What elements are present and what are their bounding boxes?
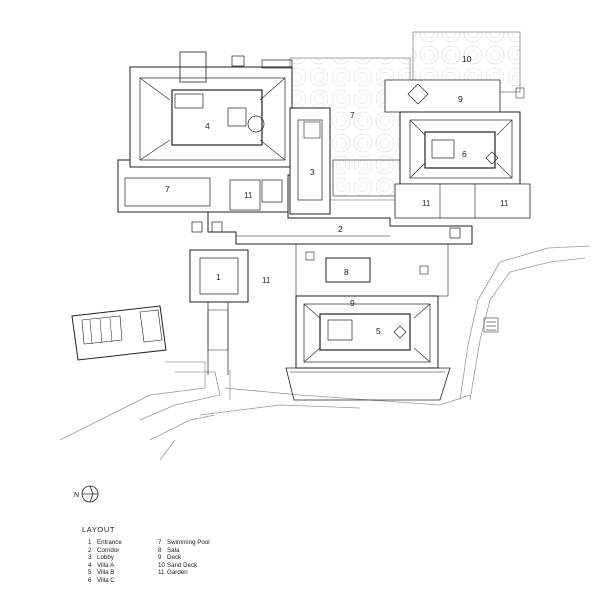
pavilion (71, 305, 167, 361)
legend-item: 5 Villa B (88, 569, 122, 577)
villa-c: 9 6 11 11 (384, 79, 531, 219)
legend-number: 5 (88, 569, 92, 577)
lobby-label: 3 (310, 167, 315, 177)
legend-name: Garden (167, 569, 188, 577)
legend-title: LAYOUT (82, 525, 116, 534)
steps (483, 87, 525, 333)
legend-name: Sala (167, 546, 180, 554)
sand-deck-label: 10 (462, 54, 472, 64)
corridor: 2 (191, 211, 473, 245)
legend-name: Villa B (97, 569, 115, 577)
villa-a: 4 (129, 51, 293, 168)
entrance-label: 1 (216, 272, 221, 282)
legend-number: 4 (88, 561, 92, 569)
pool-label: 7 (350, 110, 355, 120)
legend-name: Corridor (97, 546, 120, 554)
villa-b-label: 5 (376, 326, 381, 336)
villa-c-label: 6 (462, 149, 467, 159)
legend-name: Deck (167, 554, 182, 562)
garden-c1-label: 11 (422, 199, 431, 208)
sala-label: 8 (344, 267, 349, 277)
garden-c2-label: 11 (500, 199, 509, 208)
west-wing: 7 11 (117, 159, 293, 213)
legend-number: 3 (88, 554, 92, 562)
entrance: 1 11 (189, 249, 271, 375)
corridor-label: 2 (338, 224, 343, 234)
legend-number: 2 (88, 546, 92, 554)
legend-item: 8 Sala (158, 547, 210, 555)
villa-b: 8 9 5 (285, 243, 451, 401)
pool-west-label: 7 (165, 184, 170, 194)
legend-item: 4 Villa A (88, 562, 122, 570)
legend-number: 8 (158, 546, 162, 554)
legend-number: 6 (88, 576, 92, 584)
legend-number: 10 (158, 561, 165, 569)
lobby: 3 (289, 107, 402, 215)
deck-c-label: 9 (458, 94, 463, 104)
legend-item: 7 Swimming Pool (158, 539, 210, 547)
legend-item: 6 Villa C (88, 577, 122, 585)
legend-name: Swimming Pool (167, 539, 210, 546)
north-label: N (74, 492, 79, 499)
legend-name: Entrance (97, 539, 122, 546)
legend-name: Sand Deck (167, 561, 198, 569)
legend-name: Villa A (97, 561, 115, 569)
deck-b-label: 9 (350, 298, 355, 308)
legend-number: 9 (158, 554, 162, 562)
legend-item: 1 Entrance (88, 539, 122, 547)
garden-a-label: 11 (244, 191, 253, 200)
legend-number: 1 (88, 539, 92, 546)
legend-name: Lobby (97, 554, 114, 562)
legend-item: 3 Lobby (88, 554, 122, 562)
villa-a-label: 4 (205, 121, 210, 131)
garden-b-label: 11 (262, 276, 271, 285)
legend-item: 2 Corridor (88, 547, 122, 555)
legend-number: 11 (158, 569, 165, 577)
legend-item: 9 Deck (158, 554, 210, 562)
legend-name: Villa C (97, 576, 115, 584)
north-arrow: N (74, 485, 99, 503)
legend-number: 7 (158, 539, 162, 546)
